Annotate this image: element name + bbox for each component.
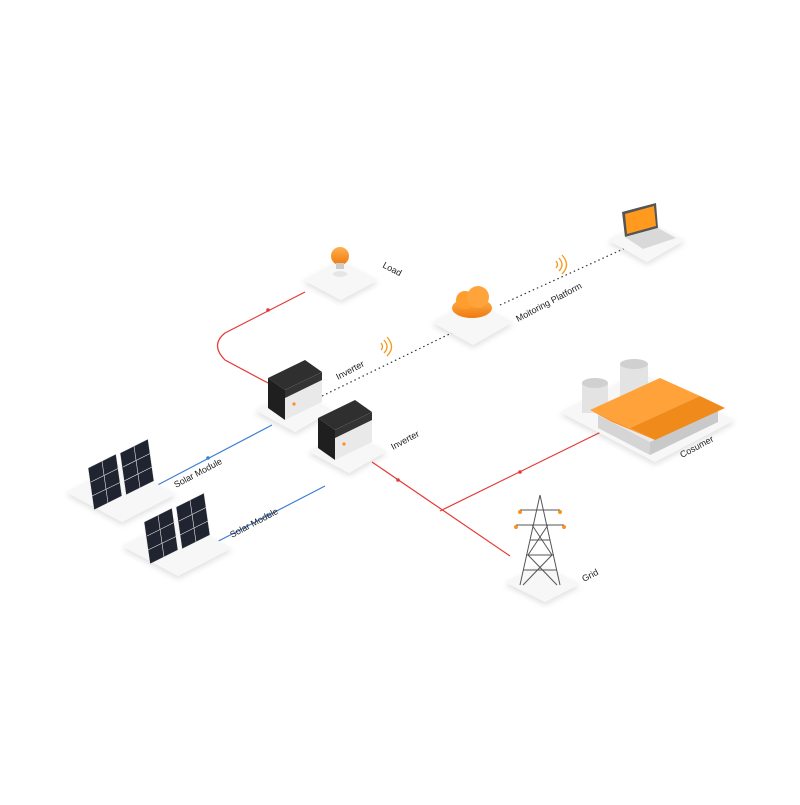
consumer-node: Cosumer	[560, 359, 735, 462]
load-label: Load	[381, 260, 403, 278]
solar-2-label: Solar Module	[228, 506, 280, 540]
wifi-icon	[380, 336, 393, 357]
comm-line-cloud-laptop	[499, 244, 633, 306]
laptop-node	[608, 203, 685, 262]
connections	[147, 244, 633, 557]
wifi-icon	[555, 254, 568, 275]
solar1-dc-line	[147, 424, 273, 491]
inverter-2-node: Inverter	[308, 400, 421, 473]
consumer-ac-line	[439, 429, 606, 512]
inverter-icon	[268, 360, 322, 420]
load-ac-line	[216, 291, 306, 384]
grid-node: Grid	[505, 494, 600, 602]
comm-line-inverter-cloud	[317, 324, 469, 399]
solar2-dc-line	[204, 485, 326, 549]
inverter-1-label: Inverter	[334, 359, 366, 382]
factory-icon	[582, 359, 725, 455]
grid-ac-line	[371, 461, 511, 557]
inverter-2-label: Inverter	[389, 429, 421, 452]
solar-panel-icon	[143, 492, 211, 565]
laptop-icon	[622, 203, 676, 249]
monitoring-label: Moitoring Platform	[514, 281, 583, 324]
transmission-tower-icon	[514, 494, 566, 586]
solar-panel-icon	[87, 438, 155, 511]
cloud-icon	[452, 286, 492, 318]
inverter-1-node: Inverter	[255, 359, 366, 432]
inverter-icon	[318, 400, 372, 460]
grid-label: Grid	[580, 567, 600, 584]
light-bulb-icon	[331, 247, 349, 277]
monitoring-node: Moitoring Platform	[432, 281, 583, 345]
load-node: Load	[303, 247, 403, 300]
